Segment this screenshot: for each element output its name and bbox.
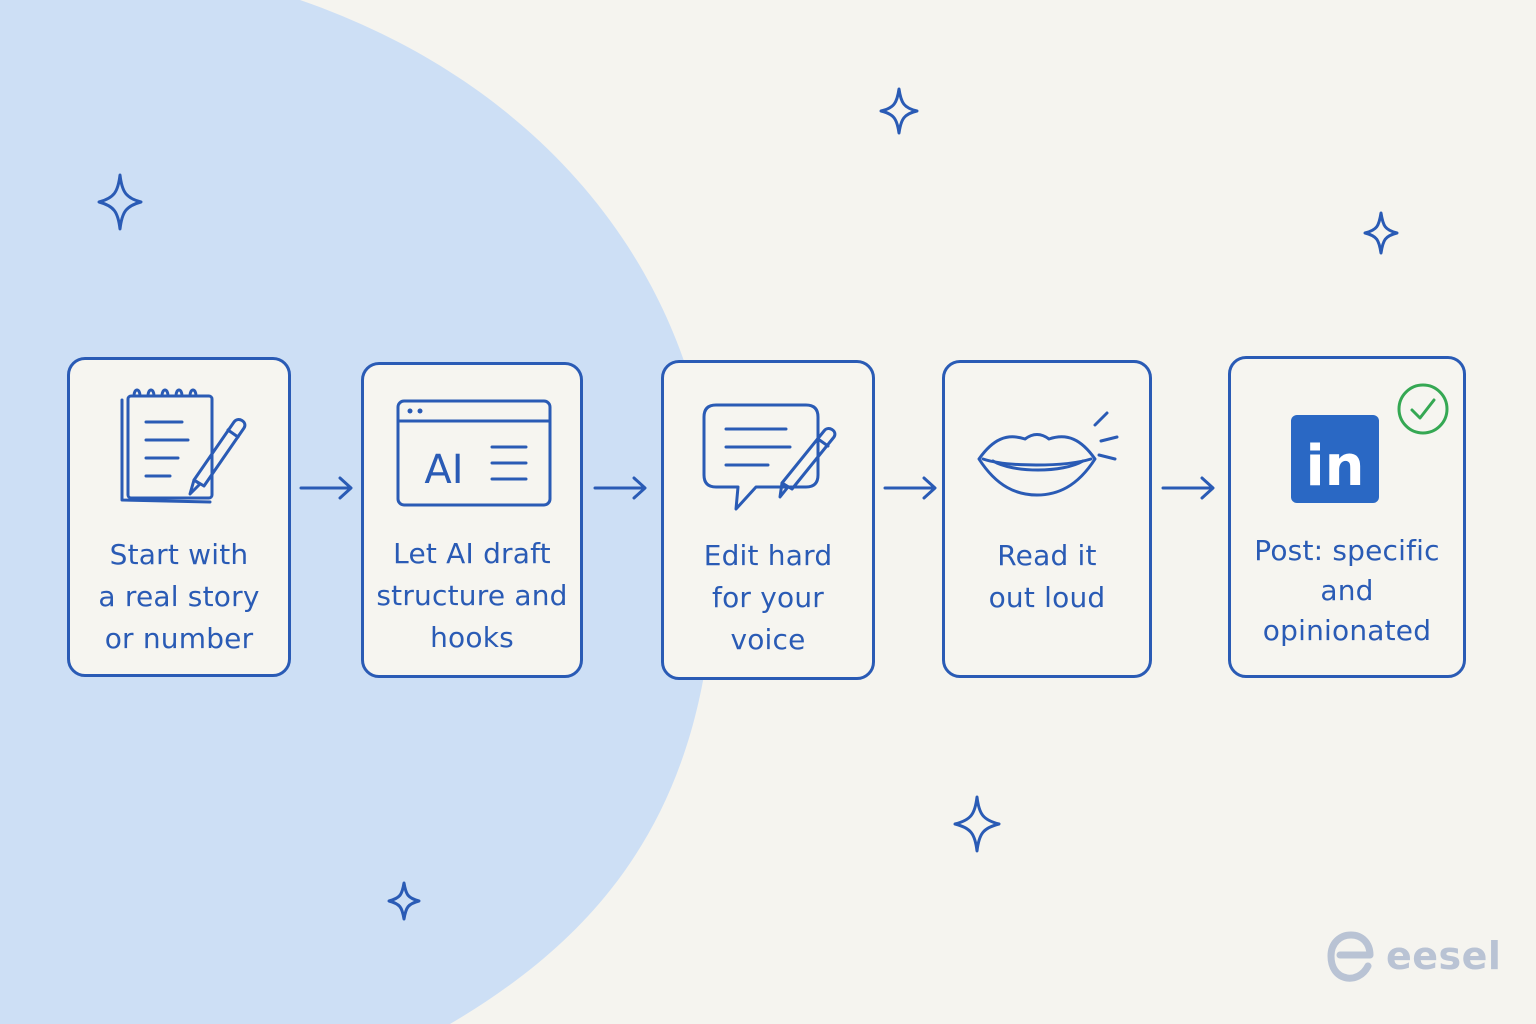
svg-text:AI: AI [424,447,463,493]
arrow-right-icon [883,476,937,500]
notepad-pencil-icon [120,388,247,504]
arrow-right-icon [299,476,353,500]
step-card-5: in Post: specific and opinionated [1228,356,1466,678]
step-label-1: Start with a real story or number [98,538,260,655]
lips-icon [977,411,1119,497]
step-label-2: Let AI draft structure and hooks [376,537,568,654]
brand-name: eesel [1386,934,1502,978]
brand-logo: eesel [1322,926,1501,986]
ai-window-icon: AI [396,399,552,507]
sparkle-icon [879,87,919,135]
sparkle-icon [97,173,143,231]
eesel-logo-icon [1327,931,1374,982]
sparkle-icon [953,795,1001,853]
sparkle-icon [1363,211,1399,255]
arrow-right-icon [1161,476,1215,500]
svg-text:in: in [1305,434,1364,499]
speech-bubble-pencil-icon [702,403,837,511]
step-label-3: Edit hard for your voice [703,539,833,656]
linkedin-icon: in [1291,415,1379,503]
step-card-4: Read it out loud [942,360,1152,678]
step-label-5: Post: specific and opinionated [1254,534,1440,647]
step-label-4: Read it out loud [988,539,1106,614]
step-card-3: Edit hard for your voice [661,360,875,680]
step-card-1: Start with a real story or number [67,357,291,677]
sparkle-icon [387,881,421,921]
arrow-right-icon [593,476,647,500]
step-card-2: AI Let AI draft structure and hooks [361,362,583,678]
check-circle-icon [1397,383,1449,435]
